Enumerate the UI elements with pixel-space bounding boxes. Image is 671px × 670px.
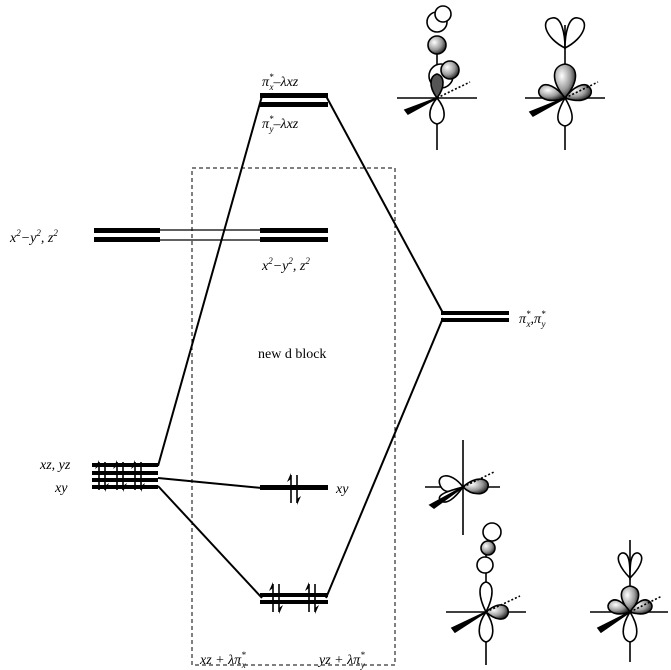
level-dxy-center-b	[260, 237, 328, 242]
orbital-lobe-diagram-icon	[446, 522, 526, 665]
orbital-lobe-diagram-icon	[525, 17, 605, 150]
label-pi-right: π*x,π*y	[519, 309, 546, 329]
new-d-block-box	[191, 167, 396, 666]
orbital-lobe-diagram-icon	[425, 440, 500, 535]
up-down-electron-pair-icon	[268, 581, 284, 615]
level-left-stack-a	[92, 463, 158, 467]
level-pi-top-a	[260, 93, 328, 98]
label-bottom-left: xz + λπ*x	[199, 650, 246, 670]
label-xy-center: xy	[335, 482, 349, 497]
new-d-block-label: new d block	[258, 347, 326, 362]
level-dxy-center-a	[260, 228, 328, 233]
level-pi-right-b	[441, 318, 509, 322]
label-bottom-right: yz + λπ*y	[317, 650, 365, 670]
label-xz-yz: xz, yz	[39, 458, 71, 473]
level-xy-center	[260, 485, 328, 490]
level-pi-right-a	[441, 311, 509, 315]
label-pi-top-a: π*x–λxz	[262, 72, 299, 92]
level-bottom-b	[260, 600, 328, 604]
label-xy-left: xy	[54, 481, 68, 496]
level-dxy-left-b	[94, 237, 160, 242]
correlation-lines	[157, 95, 444, 599]
level-pi-top-b	[260, 102, 328, 107]
orbital-lobe-diagram-icon	[397, 5, 477, 150]
level-bottom-a	[260, 593, 328, 597]
orbital-lobe-diagram-icon	[590, 540, 668, 662]
level-dxy-left-a	[94, 228, 160, 233]
label-dxy-left: x2−y2, z2	[9, 228, 58, 246]
label-dxy-center: x2−y2, z2	[261, 256, 310, 274]
level-left-stack-c	[92, 478, 158, 482]
up-down-electron-pair-icon	[304, 581, 320, 615]
energy-levels	[92, 93, 509, 604]
level-left-stack-b	[92, 471, 158, 475]
label-pi-top-b: π*y–λxz	[262, 114, 299, 134]
